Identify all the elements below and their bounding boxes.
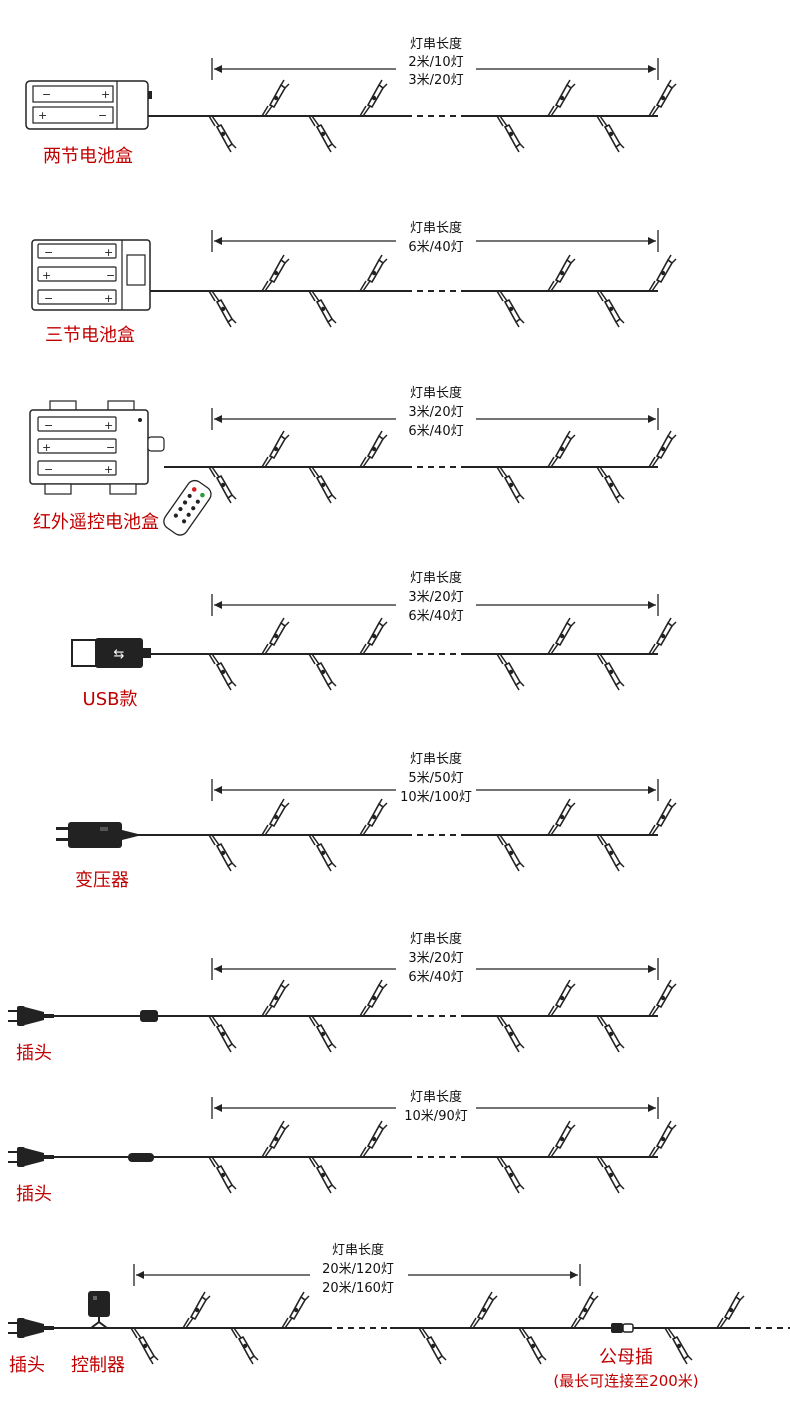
length-heading: 灯串长度 — [410, 751, 462, 767]
spec-line: 10米/90灯 — [404, 1109, 467, 1124]
length-dimension-arrow — [211, 58, 659, 80]
svg-text:−: − — [44, 246, 53, 259]
spec-line: 3米/20灯 — [408, 73, 463, 88]
row-2: − + + − − + 三节电池盒 灯串长度 6米/40灯 — [31, 220, 677, 346]
svg-text:⇆: ⇆ — [114, 647, 125, 662]
svg-text:+: + — [38, 109, 47, 122]
svg-text:+: + — [104, 246, 113, 259]
spec-line: 5米/50灯 — [408, 771, 463, 786]
light-string — [54, 979, 677, 1053]
controller-icon — [88, 1291, 110, 1329]
length-heading: 灯串长度 — [410, 931, 462, 947]
length-dimension-arrow — [211, 779, 659, 801]
power-source-caption: 插头 — [16, 1184, 52, 1205]
light-string — [54, 1291, 790, 1365]
spec-line: 20米/120灯 — [322, 1262, 394, 1277]
adapter-icon — [56, 822, 138, 848]
length-heading: 灯串长度 — [410, 385, 462, 401]
length-dimension-arrow — [211, 958, 659, 980]
length-heading: 灯串长度 — [410, 220, 462, 236]
svg-text:−: − — [44, 463, 53, 476]
connector-caption: 公母插 — [599, 1347, 653, 1368]
length-dimension-arrow — [211, 408, 659, 430]
power-source-caption: 插头 — [9, 1355, 45, 1376]
spec-line: 2米/10灯 — [408, 55, 463, 70]
svg-text:+: + — [104, 419, 113, 432]
row-3: − + + − − + 红外遥控电池盒 灯串长度 3米/20灯 6米/40灯 — [29, 385, 677, 536]
light-string — [164, 430, 677, 504]
ir-battery-box-icon: − + + − − + — [29, 400, 165, 495]
power-source-caption: USB款 — [83, 689, 138, 710]
spec-line: 20米/160灯 — [322, 1281, 394, 1296]
spec-line: 6米/40灯 — [408, 609, 463, 624]
spec-line: 6米/40灯 — [408, 240, 463, 255]
length-dimension-arrow — [211, 594, 659, 616]
light-string — [148, 79, 677, 153]
svg-text:−: − — [44, 292, 53, 305]
plug-icon — [8, 1318, 54, 1338]
power-source-caption: 变压器 — [75, 870, 129, 891]
length-dimension-arrow — [211, 1097, 659, 1119]
svg-text:−: − — [42, 88, 51, 101]
svg-text:+: + — [101, 88, 110, 101]
length-heading: 灯串长度 — [332, 1242, 384, 1258]
plug-icon — [8, 1006, 54, 1026]
light-string — [54, 1120, 677, 1194]
light-string — [138, 798, 677, 872]
row-6: 插头 灯串长度 3米/20灯 6米/40灯 — [8, 931, 677, 1064]
length-heading: 灯串长度 — [410, 36, 462, 52]
light-string — [151, 617, 677, 691]
power-source-caption: 插头 — [16, 1043, 52, 1064]
svg-text:+: + — [42, 441, 51, 454]
connector-note: (最长可连接至200米) — [553, 1372, 698, 1390]
row-5: 变压器 灯串长度 5米/50灯 10米/100灯 — [56, 751, 677, 891]
svg-text:−: − — [106, 269, 115, 282]
svg-text:−: − — [106, 441, 115, 454]
spec-line: 3米/20灯 — [408, 590, 463, 605]
length-heading: 灯串长度 — [410, 570, 462, 586]
battery-box-2-icon: − + + − — [25, 80, 152, 130]
power-source-caption: 两节电池盒 — [43, 146, 133, 167]
battery-box-3-icon: − + + − − + — [31, 239, 151, 311]
spec-line: 6米/40灯 — [408, 970, 463, 985]
length-heading: 灯串长度 — [410, 1089, 462, 1105]
svg-text:+: + — [104, 463, 113, 476]
power-source-caption: 三节电池盒 — [45, 325, 135, 346]
svg-text:−: − — [44, 419, 53, 432]
svg-text:+: + — [104, 292, 113, 305]
plug-icon — [8, 1147, 54, 1167]
connector-icon — [611, 1323, 634, 1333]
spec-line: 10米/100灯 — [400, 790, 472, 805]
svg-text:+: + — [42, 269, 51, 282]
length-dimension-arrow — [133, 1264, 581, 1286]
spec-line: 3米/20灯 — [408, 951, 463, 966]
power-source-caption: 红外遥控电池盒 — [33, 512, 159, 533]
row-7: 插头 灯串长度 10米/90灯 — [8, 1089, 677, 1205]
spec-line: 6米/40灯 — [408, 424, 463, 439]
svg-text:−: − — [98, 109, 107, 122]
remote-control-icon — [163, 479, 212, 536]
light-string — [150, 254, 677, 328]
controller-caption: 控制器 — [71, 1355, 125, 1376]
spec-line: 3米/20灯 — [408, 405, 463, 420]
row-1: − + + − 两节电池盒 灯串长度 2米/10灯 3米/20灯 — [25, 36, 677, 167]
row-8: 插头 控制器 灯串长度 20米/120灯 20米/160灯 公母插 (最长可连接… — [8, 1242, 790, 1390]
length-dimension-arrow — [211, 230, 659, 252]
usb-plug-icon: ⇆ — [71, 638, 151, 668]
row-4: ⇆ USB款 灯串长度 3米/20灯 6米/40灯 — [71, 570, 677, 710]
